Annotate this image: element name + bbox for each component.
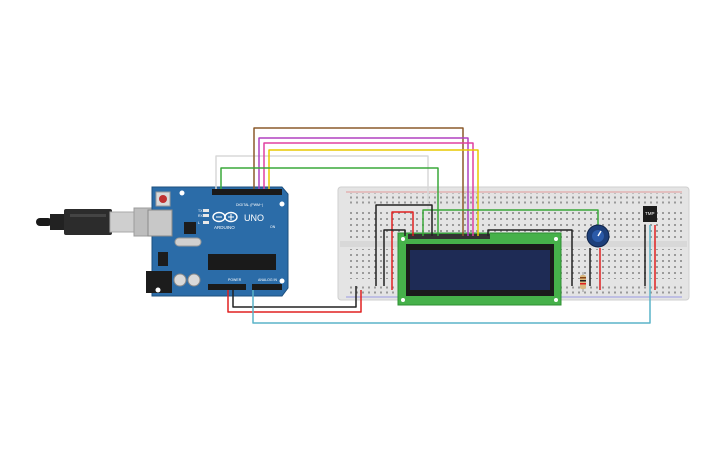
- arduino-logo: [212, 211, 238, 223]
- wire-red-1[interactable]: [227, 290, 362, 313]
- power-header: [208, 284, 246, 290]
- lcd-pin-header: [408, 234, 490, 239]
- rx-led: [203, 214, 209, 217]
- tx-led: [203, 209, 209, 212]
- wire-cyan[interactable]: [252, 225, 651, 324]
- analog-label: ANALOG IN: [258, 278, 278, 282]
- resistor: [580, 272, 586, 292]
- wire-black-3[interactable]: [383, 229, 406, 286]
- power-jack: [146, 271, 172, 293]
- top-power-rail: [346, 193, 682, 205]
- l-led: [203, 221, 209, 224]
- arduino-uno-board: UNO ARDUINO DIGITAL (PWM~) TX RX L ON PO…: [146, 186, 289, 297]
- wire-black-2[interactable]: [375, 204, 433, 286]
- rx-label: RX: [198, 214, 204, 218]
- wire-red-2[interactable]: [391, 211, 414, 290]
- board-brand-label: ARDUINO: [214, 225, 235, 230]
- board-model-label: UNO: [244, 213, 264, 223]
- wire-white[interactable]: [215, 155, 429, 210]
- power-label: POWER: [228, 278, 242, 282]
- l-label: L: [198, 221, 200, 225]
- analog-header: [252, 284, 282, 290]
- capacitor-2: [187, 273, 201, 287]
- usb-chip: [184, 222, 196, 234]
- digital-header: [212, 189, 282, 195]
- microcontroller-chip: [208, 254, 276, 270]
- crystal: [174, 237, 202, 247]
- wire-purple[interactable]: [258, 137, 469, 236]
- reset-button-icon[interactable]: [155, 191, 171, 207]
- usb-cable-icon: [36, 207, 155, 237]
- temp-sensor-label: TMP: [645, 211, 655, 216]
- wire-brown[interactable]: [253, 127, 464, 236]
- wire-green-2[interactable]: [422, 209, 599, 236]
- wire-green-1[interactable]: [220, 167, 439, 236]
- lcd-screen: [410, 250, 550, 290]
- temperature-sensor: TMP: [643, 206, 657, 222]
- potentiometer-icon[interactable]: [586, 224, 610, 248]
- wire-pink[interactable]: [263, 142, 474, 236]
- voltage-regulator: [158, 252, 168, 266]
- digital-header-label: DIGITAL (PWM~): [236, 203, 263, 207]
- wire-black-1[interactable]: [232, 286, 357, 308]
- wires: [215, 127, 656, 324]
- wire-yellow[interactable]: [268, 149, 479, 236]
- capacitor-1: [173, 273, 187, 287]
- on-label: ON: [270, 225, 276, 229]
- usb-port: [147, 209, 173, 237]
- tx-label: TX: [198, 209, 203, 213]
- wire-black-4[interactable]: [487, 229, 573, 286]
- lcd-display: [397, 232, 562, 306]
